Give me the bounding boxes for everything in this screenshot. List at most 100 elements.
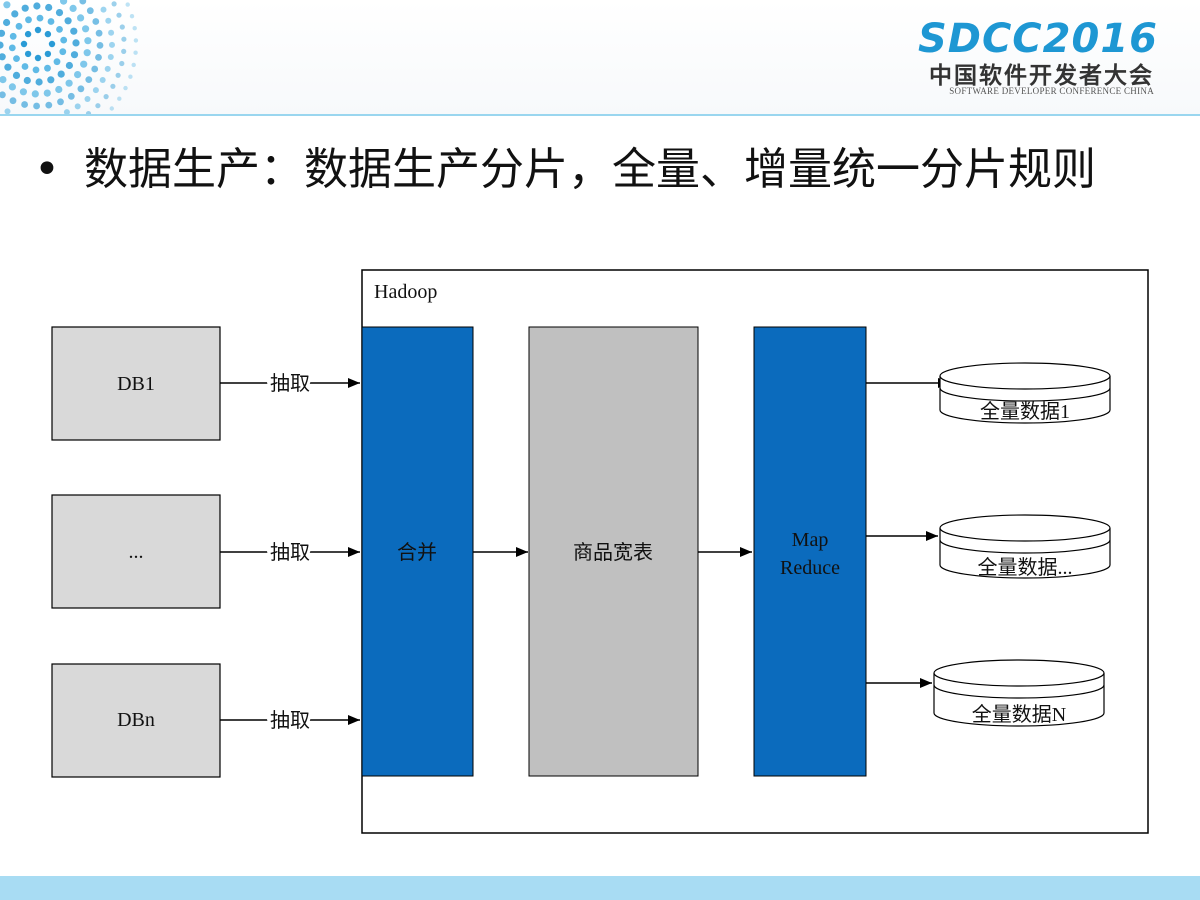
decorative-dot <box>100 6 107 13</box>
decorative-dot <box>115 72 121 78</box>
decorative-dot <box>77 14 85 22</box>
decorative-dot <box>82 25 90 33</box>
decorative-dot <box>96 42 104 49</box>
output-label-1: 全量数据1 <box>980 400 1070 423</box>
decorative-dot <box>13 55 20 62</box>
decorative-dot <box>36 14 44 22</box>
decorative-dot <box>74 71 82 79</box>
decorative-dot <box>119 24 125 30</box>
decorative-dot <box>67 92 75 100</box>
decorative-dot <box>109 41 115 48</box>
decorative-dot <box>24 30 32 38</box>
hadoop-label: Hadoop <box>374 281 437 303</box>
decorative-dot <box>108 29 115 36</box>
decorative-dot <box>64 17 72 25</box>
source-box-db1 <box>51 326 221 441</box>
slide-footer-bar <box>0 876 1200 900</box>
decorative-dot <box>84 96 91 102</box>
decorative-dots-icon <box>0 0 139 114</box>
decorative-dot <box>99 77 106 83</box>
decorative-dot <box>33 2 41 10</box>
decorative-dot <box>45 3 53 12</box>
mapreduce-block <box>753 326 867 777</box>
decorative-dot <box>31 90 39 98</box>
decorative-dot <box>24 50 32 58</box>
decorative-dot <box>53 58 61 66</box>
source-label-db1: DB1 <box>117 373 155 395</box>
decorative-dot <box>44 50 52 58</box>
decorative-dot <box>117 96 122 101</box>
decorative-dot <box>56 26 63 33</box>
decorative-dot <box>12 71 21 79</box>
decorative-dot <box>9 32 17 40</box>
decorative-dot <box>111 1 117 7</box>
decorative-dot <box>3 1 11 9</box>
decorative-dot <box>128 74 133 79</box>
decorative-dot <box>47 18 55 25</box>
decorative-dot <box>4 63 12 71</box>
decorative-dot <box>79 0 87 5</box>
decorative-dot <box>11 10 19 18</box>
source-box-ellipsis <box>51 494 221 609</box>
conference-logo-english: SOFTWARE DEVELOPER CONFERENCE CHINA <box>949 86 1154 96</box>
decorative-dot <box>44 64 51 72</box>
decorative-dot <box>4 108 11 114</box>
decorative-dot <box>0 41 4 49</box>
decorative-dot <box>20 40 28 48</box>
source-label-ellipsis: ... <box>129 541 144 563</box>
decorative-dot <box>0 53 6 61</box>
decorative-dot <box>57 98 64 106</box>
decorative-dot <box>0 76 7 84</box>
decorative-dot <box>123 85 128 91</box>
decorative-dot <box>109 106 115 111</box>
decorative-dot <box>32 66 40 74</box>
decorative-dot <box>70 27 78 35</box>
output-database-1: 全量数据1 <box>939 362 1111 424</box>
output-label-2: 全量数据... <box>978 556 1073 579</box>
conference-logo-chinese: 中国软件开发者大会 <box>929 63 1154 89</box>
output-database-3: 全量数据N <box>933 659 1105 727</box>
bullet-point: • <box>34 144 60 195</box>
decorative-dot <box>60 0 68 5</box>
decorative-dot <box>55 85 63 94</box>
decorative-dot <box>110 83 116 89</box>
decorative-dot <box>25 16 32 24</box>
slide-header: SDCC2016 中国软件开发者大会 SOFTWARE DEVELOPER CO… <box>0 0 1200 114</box>
slide-title: • 数据生产：数据生产分片，全量、增量统一分片规则 <box>34 140 1174 200</box>
decorative-dot <box>45 101 53 109</box>
conference-logo: SDCC2016 <box>917 16 1158 62</box>
decorative-dot <box>129 14 135 19</box>
decorative-dot <box>33 102 40 110</box>
decorative-dot <box>80 60 88 68</box>
wide-table-block <box>528 326 699 777</box>
decorative-dot <box>34 54 42 62</box>
merge-block <box>361 326 474 777</box>
decorative-dot <box>107 54 114 60</box>
decorative-dot <box>121 48 127 55</box>
decorative-dot <box>133 38 139 43</box>
decorative-dot <box>74 103 81 110</box>
decorative-dot <box>15 22 23 30</box>
decorative-dot <box>0 29 6 37</box>
decorative-dot <box>86 7 94 15</box>
output-label-3: 全量数据N <box>972 703 1066 726</box>
decorative-dot <box>9 97 17 105</box>
slide-title-text: 数据生产：数据生产分片，全量、增量统一分片规则 <box>84 144 1096 195</box>
decorative-dot <box>95 54 102 61</box>
decorative-dot <box>21 101 28 108</box>
mapreduce-label-map: Map <box>792 529 829 551</box>
decorative-dot <box>132 26 137 31</box>
decorative-dot <box>116 12 122 18</box>
source-box-dbn <box>51 663 221 778</box>
decorative-dot <box>121 36 127 42</box>
decorative-dot <box>133 50 138 55</box>
decorative-dot <box>34 26 42 34</box>
decorative-dot <box>70 51 79 59</box>
decorative-dot <box>125 2 130 7</box>
decorative-dot <box>3 18 11 27</box>
decorative-dot <box>48 40 56 48</box>
decorative-dot <box>77 85 85 93</box>
source-label-dbn: DBn <box>117 709 155 731</box>
decorative-dot <box>43 89 51 97</box>
